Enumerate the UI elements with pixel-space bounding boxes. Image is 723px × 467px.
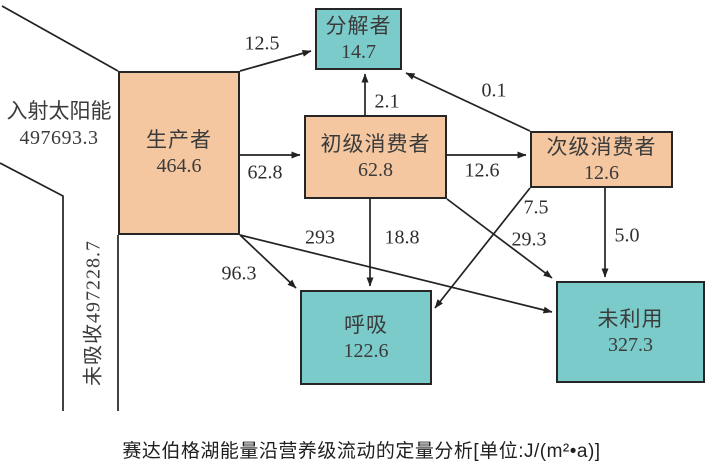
flow-label-secondary-to-decomposer: 0.1 xyxy=(481,79,507,102)
flow-label-primary-to-decomposer: 2.1 xyxy=(374,90,400,113)
arrow-secondary-to-decomposer xyxy=(405,72,531,132)
flow-label-producer-to-unused: 293 xyxy=(305,226,335,249)
unused-box: 未利用 327.3 xyxy=(556,281,705,383)
flow-label-secondary-to-respiration: 7.5 xyxy=(523,196,549,219)
flow-label-primary-to-unused: 29.3 xyxy=(511,228,547,251)
incident-solar-line xyxy=(1,5,119,72)
primary-consumer-value: 62.8 xyxy=(358,159,393,181)
respiration-label: 呼吸 xyxy=(344,312,388,337)
flow-label-producer-to-decomposer: 12.5 xyxy=(244,32,280,55)
respiration-value: 122.6 xyxy=(343,339,389,362)
unabsorbed-channel-line xyxy=(0,162,64,411)
diagram-caption: 赛达伯格湖能量沿营养级流动的定量分析[单位:J/(m²•a)] xyxy=(122,441,601,462)
producer-label: 生产者 xyxy=(146,128,212,152)
flow-label-primary-to-respiration: 18.8 xyxy=(384,226,420,249)
incident-solar-label: 入射太阳能 xyxy=(6,99,112,123)
secondary-consumer-label: 次级消费者 xyxy=(546,134,657,159)
arrow-producer-to-unused xyxy=(239,234,553,314)
primary-consumer-box: 初级消费者 62.8 xyxy=(304,115,447,199)
arrow-primary-to-unused xyxy=(446,198,553,279)
incident-solar-value: 497693.3 xyxy=(19,127,99,149)
decomposer-box: 分解者 14.7 xyxy=(315,8,402,70)
unused-value: 327.3 xyxy=(608,334,653,356)
flow-label-producer-to-primary: 62.8 xyxy=(247,161,283,184)
unused-label: 未利用 xyxy=(597,307,664,331)
arrow-producer-to-decomposer xyxy=(239,49,312,72)
secondary-consumer-value: 12.6 xyxy=(584,161,619,184)
decomposer-value: 14.7 xyxy=(341,41,376,63)
arrow-producer-to-respiration xyxy=(239,234,297,289)
respiration-box: 呼吸 122.6 xyxy=(300,290,432,385)
primary-consumer-label: 初级消费者 xyxy=(320,132,431,156)
decomposer-label: 分解者 xyxy=(325,14,392,38)
producer-value: 464.6 xyxy=(156,155,202,177)
secondary-consumer-box: 次级消费者 12.6 xyxy=(530,131,673,188)
flow-label-producer-to-respiration: 96.3 xyxy=(221,262,257,285)
incident-solar-text: 入射太阳能 497693.3 xyxy=(0,98,118,152)
flow-label-primary-to-secondary: 12.6 xyxy=(464,159,500,182)
arrow-secondary-to-respiration xyxy=(434,187,531,309)
unabsorbed-text: 未吸收497228.7 xyxy=(82,240,105,386)
flow-label-secondary-to-unused: 5.0 xyxy=(614,224,640,247)
producer-box: 生产者 464.6 xyxy=(118,71,240,235)
